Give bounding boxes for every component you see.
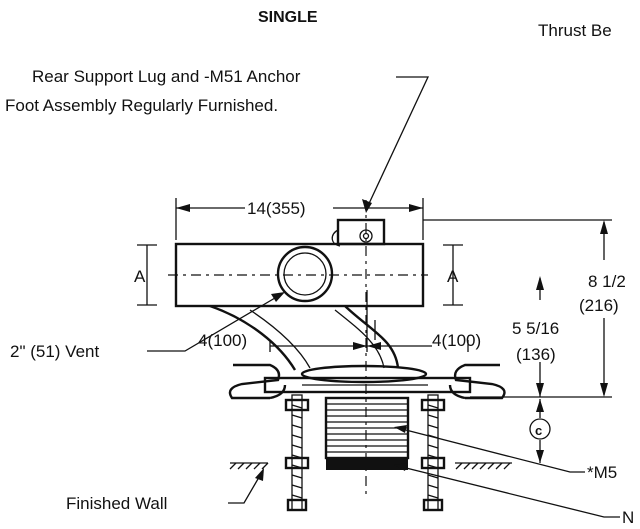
dim-total-label-1: 8 1/2: [588, 272, 626, 291]
anchor-nut-left-bottom: [286, 498, 308, 512]
wall-hatch-right: [455, 462, 511, 470]
neck-left-outline: [209, 304, 297, 371]
section-a-right-label: A: [447, 267, 459, 286]
offset-right-label: 4(100): [432, 331, 481, 350]
neck-right-outline: [344, 305, 400, 369]
rear-support-leader: [365, 76, 430, 211]
dim-mid-label-1: 5 5/16: [512, 319, 559, 338]
n-label: N: [622, 508, 634, 527]
top-lug: [336, 218, 386, 246]
m5-leader: [397, 427, 585, 473]
n-arrowhead: [394, 463, 407, 471]
vent-arrowhead: [271, 292, 285, 302]
wall-hatch-left: [229, 462, 269, 470]
dim-width-arrow-left: [176, 204, 190, 212]
offset-arrow-right: [367, 342, 381, 350]
dim-width-label: 14(355): [247, 199, 306, 218]
foot-left-top: [228, 363, 281, 400]
outlet-flange: [300, 364, 428, 384]
offset-left-label: 4(100): [198, 331, 247, 350]
dim-total-arrow-top: [600, 220, 608, 234]
anchor-rod-left-threads: [291, 404, 303, 499]
m5-label: *M5: [587, 463, 617, 482]
anchor-rod-right: [427, 394, 439, 511]
vent-inner-circle: [283, 252, 327, 296]
rear-support-arrowhead: [362, 199, 372, 213]
dim-mid-label-2: (136): [516, 345, 556, 364]
offset-arrow-left: [353, 342, 367, 350]
vent-leader: [147, 294, 281, 352]
rear-support-note-line1: Rear Support Lug and -M51 Anchor: [32, 67, 301, 86]
finished-wall-arrowhead: [255, 468, 264, 481]
rear-support-note-line2: Foot Assembly Regularly Furnished.: [5, 96, 278, 115]
anchor-nut-left-mid: [284, 456, 310, 470]
dim-c-arrow-top: [536, 399, 544, 412]
dim-c-arrow-bottom: [536, 450, 544, 463]
base-plate: [263, 376, 472, 394]
anchor-nut-right-top: [420, 398, 446, 412]
lug-hook: [331, 229, 341, 247]
lug-bolt-center: [362, 232, 370, 240]
anchor-rod-right-threads: [427, 404, 439, 499]
neck-inner-left: [249, 309, 311, 369]
m5-arrowhead: [394, 425, 407, 433]
section-a-left-label: A: [134, 267, 146, 286]
foot-right-curve: [448, 384, 466, 400]
n-leader: [397, 465, 620, 518]
anchor-rod-left: [291, 394, 303, 511]
vent-label: 2" (51) Vent: [10, 342, 99, 361]
centerline-c-symbol: [529, 418, 551, 440]
outlet-gasket: [326, 458, 408, 470]
dim-total-label-2: (216): [579, 296, 619, 315]
header-single: SINGLE: [258, 9, 318, 26]
header-thrust: Thrust Be: [538, 21, 612, 40]
outlet-nipple-ribs: [326, 403, 408, 453]
centerline-c-label: c: [535, 423, 542, 438]
anchor-nut-right-bottom: [422, 498, 444, 512]
anchor-nut-left-top: [284, 398, 310, 412]
finished-wall-leader: [228, 471, 263, 504]
dim-total-arrow-bottom: [600, 383, 608, 397]
foot-right-top: [453, 363, 506, 400]
dim-width-arrow-right: [409, 204, 423, 212]
anchor-nut-right-mid: [420, 456, 446, 470]
foot-left-curve: [269, 384, 287, 400]
dim-mid-arrow-top: [536, 276, 544, 290]
vent-outer-circle: [276, 245, 334, 303]
finished-wall-label: Finished Wall: [66, 494, 167, 513]
dim-mid-arrow-bottom: [536, 383, 544, 397]
